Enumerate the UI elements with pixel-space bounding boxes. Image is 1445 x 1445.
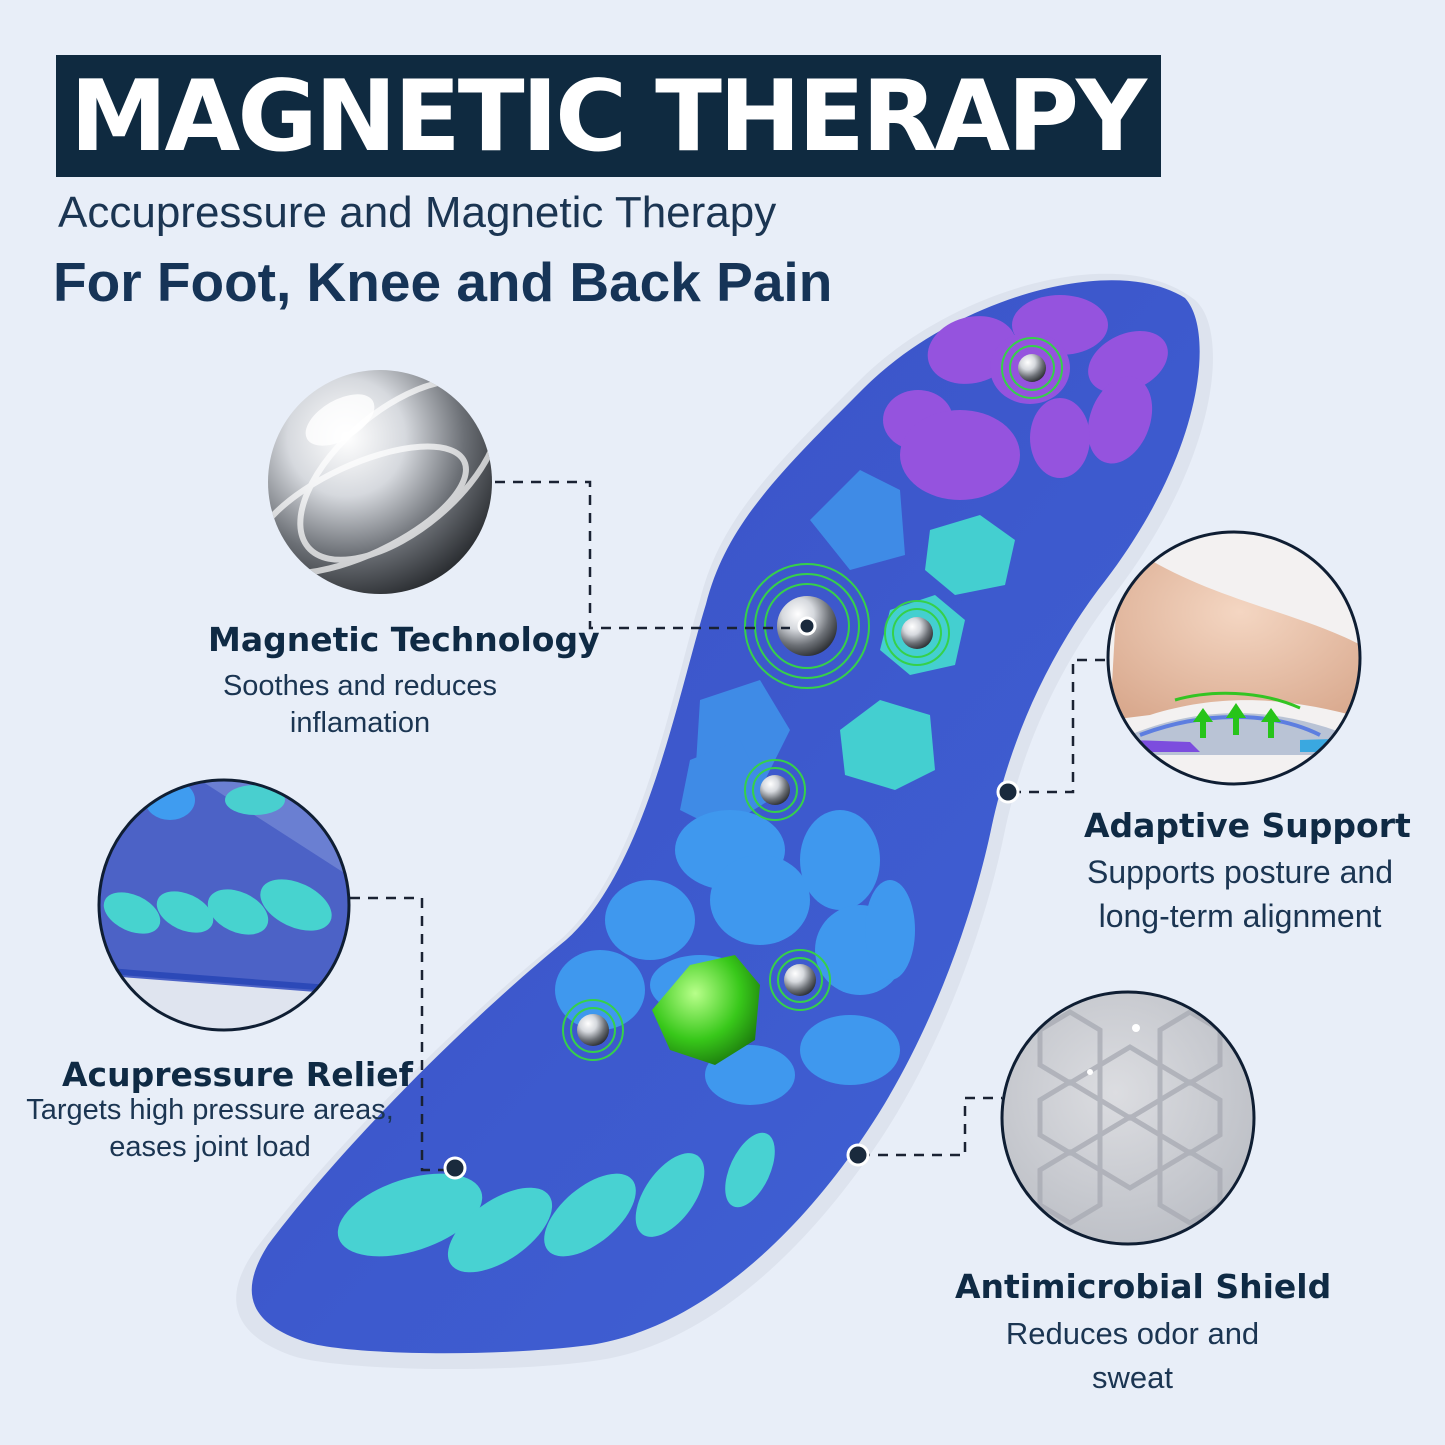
feature-desc-line: inflamation xyxy=(289,707,431,739)
feature-desc-line: sweat xyxy=(1092,1360,1173,1395)
feature-desc-magnetic: Soothes and reduces inflamation xyxy=(195,668,525,742)
feature-title-acupressure: Acupressure Relief xyxy=(62,1055,413,1094)
feature-title-antimicrobial: Antimicrobial Shield xyxy=(955,1267,1332,1306)
magnet-ball-icon xyxy=(268,370,492,594)
feature-desc-line: eases joint load xyxy=(109,1131,311,1163)
callout-lines xyxy=(350,480,1105,1172)
page-headline: For Foot, Knee and Back Pain xyxy=(53,251,833,313)
page-title: MAGNETIC THERAPY xyxy=(70,60,1147,174)
arch-support-icon xyxy=(1106,530,1362,786)
hex-foam-icon xyxy=(1000,990,1256,1246)
feature-desc-antimicrobial: Reduces odor and sweat xyxy=(960,1312,1305,1400)
acupressure-nodes-icon xyxy=(97,778,351,1032)
feature-desc-line: Targets high pressure areas, xyxy=(26,1094,394,1126)
page-subtitle: Accupressure and Magnetic Therapy xyxy=(58,188,777,237)
feature-desc-line: Supports posture and xyxy=(1087,854,1393,890)
title-banner xyxy=(56,55,1161,177)
feature-desc-line: Soothes and reduces xyxy=(222,670,498,702)
feature-desc-adaptive: Supports posture and long-term alignment xyxy=(1050,850,1430,938)
feature-desc-line: Reduces odor and xyxy=(1005,1316,1260,1351)
insole-image xyxy=(236,273,1213,1370)
feature-desc-acupressure: Targets high pressure areas, eases joint… xyxy=(10,1092,410,1166)
feature-title-adaptive: Adaptive Support xyxy=(1084,806,1411,845)
feature-desc-line: long-term alignment xyxy=(1098,898,1382,934)
feature-title-magnetic: Magnetic Technology xyxy=(208,620,600,659)
